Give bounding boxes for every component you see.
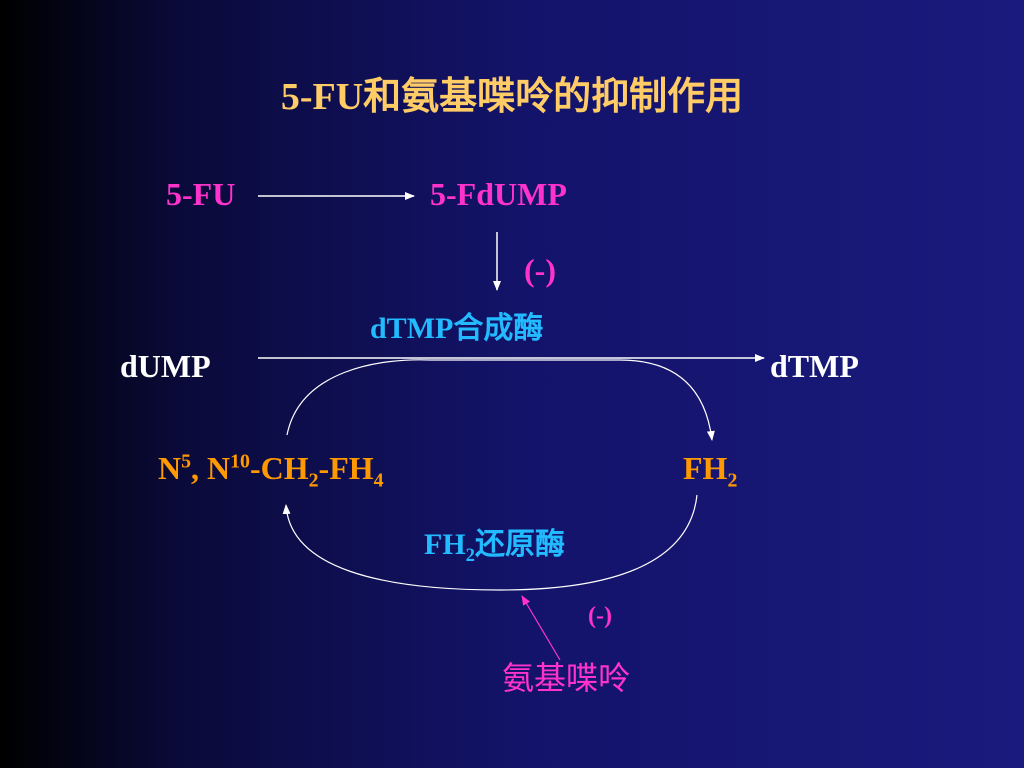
label-dtmp: dTMP [770,348,859,384]
arrow-aminopterin-inhibit [521,595,561,661]
label-methylene-thf: N5, N10-CH2-FH4 [158,450,384,492]
arc-methylene-to-fh2 [286,359,715,441]
inhibition-mark-top: (-) [524,252,556,288]
label-dump: dUMP [120,348,211,384]
label-5-fu: 5-FU [166,176,236,212]
label-dtmp-synthase: dTMP合成酶 [370,312,544,345]
label-fh2: FH2 [683,450,738,492]
arc-fh2-to-methylene [282,494,698,591]
label-aminopterin: 氨基喋呤 [502,660,631,696]
label-fh2-reductase: FH2还原酶 [424,528,565,566]
slide-title: 5-FU和氨基喋呤的抑制作用 [280,76,744,118]
label-5-fdump: 5-FdUMP [430,176,567,212]
inhibition-mark-bottom: (-) [588,603,612,629]
